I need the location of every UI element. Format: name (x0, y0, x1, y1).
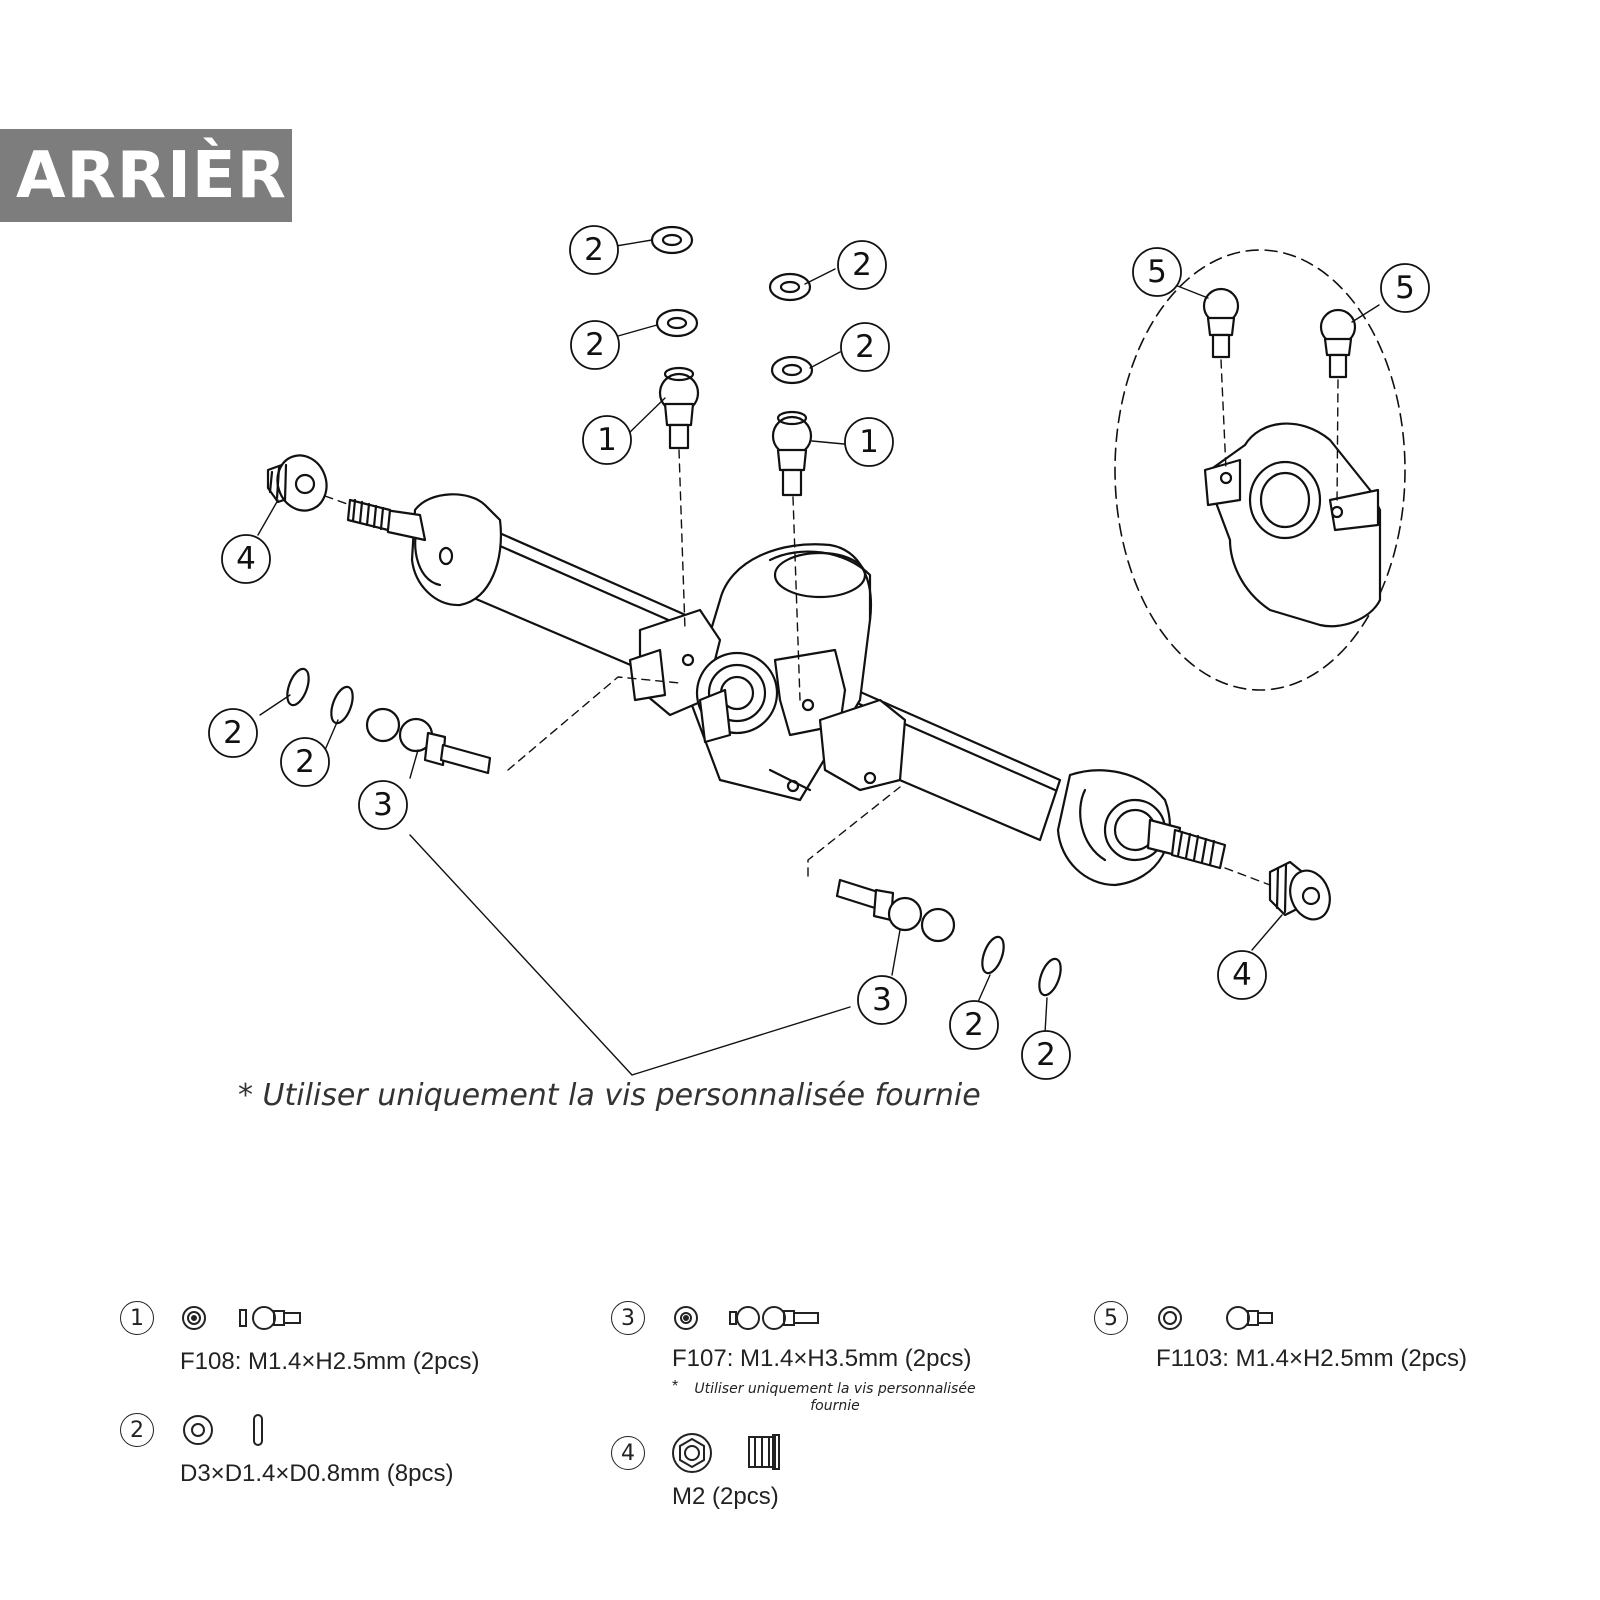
callout-5: 5 (1395, 270, 1415, 306)
callout-1: 1 (859, 424, 879, 460)
ball-stud-part-1-right (771, 410, 813, 497)
legend-spec-4: M2 (2pcs) (672, 1483, 779, 1510)
callout-4: 4 (236, 541, 256, 577)
callout-2: 2 (584, 232, 604, 268)
callout-4: 4 (1232, 957, 1252, 993)
ball-stud-icon (182, 1306, 301, 1330)
section-label: ARRIÈRE (0, 129, 331, 222)
callout-2: 2 (223, 715, 243, 751)
left-threaded-shaft (346, 498, 392, 532)
legend-note-3: Utiliser uniquement la vis personnalisée… (694, 1381, 976, 1414)
callout-2: 2 (1036, 1037, 1056, 1073)
legend-spec-5: F1103: M1.4×H2.5mm (2pcs) (1156, 1345, 1468, 1372)
double-ball-stud-icon (674, 1306, 819, 1330)
right-threaded-shaft (1170, 828, 1227, 870)
washer-icon (183, 1414, 263, 1446)
usage-note: * Utiliser uniquement la vis personnalis… (238, 1078, 981, 1113)
callout-circles (208, 225, 1430, 1080)
callout-1: 1 (597, 422, 617, 458)
washer-set-left (286, 667, 354, 725)
callout-2: 2 (964, 1007, 984, 1043)
legend-spec-2: D3×D1.4×D0.8mm (8pcs) (180, 1460, 454, 1487)
ball-stud-part-3-left (365, 707, 492, 775)
legend-number-2: 2 (120, 1413, 154, 1447)
washer-set-top (650, 225, 814, 385)
legend-note-star: * (672, 1378, 679, 1395)
ball-stud-part-1-left (658, 366, 700, 450)
callout-5: 5 (1147, 254, 1167, 290)
legend-number-1: 1 (120, 1301, 154, 1335)
washer-set-right (981, 935, 1062, 997)
callout-2: 2 (585, 327, 605, 363)
legend-number-3: 3 (611, 1301, 645, 1335)
flange-nut-left (266, 454, 328, 512)
callout-3: 3 (872, 982, 892, 1018)
legend-spec-1: F108: M1.4×H2.5mm (2pcs) (180, 1348, 480, 1375)
ball-stud-short-icon (1158, 1306, 1273, 1330)
flange-nut-right (1268, 860, 1331, 921)
ball-stud-part-3-right (835, 878, 956, 943)
legend-number-4: 4 (611, 1436, 645, 1470)
inset-bracket-detail (1114, 249, 1406, 691)
callout-2: 2 (852, 247, 872, 283)
legend-number-5: 5 (1094, 1301, 1128, 1335)
callout-2: 2 (295, 744, 315, 780)
flange-nut-icon (672, 1433, 780, 1473)
callout-3: 3 (373, 787, 393, 823)
callout-numbers: 2 2 2 2 1 1 4 2 2 3 3 2 2 4 5 5 (223, 232, 1415, 1073)
differential-center (628, 543, 907, 802)
callout-2: 2 (855, 329, 875, 365)
legend-spec-3: F107: M1.4×H3.5mm (2pcs) (672, 1345, 972, 1372)
